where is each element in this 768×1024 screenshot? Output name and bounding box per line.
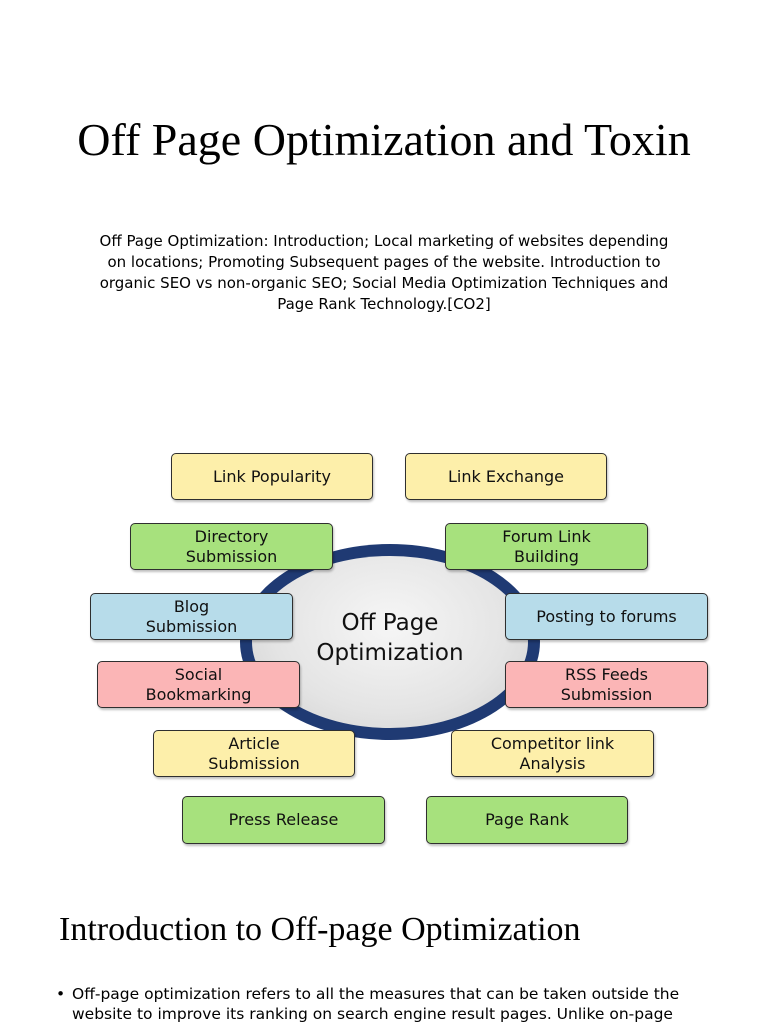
bullet-list: • Off-page optimization refers to all th… [56,984,736,1024]
node-rss-feeds-submission: RSS Feeds Submission [505,661,708,708]
node-link-exchange: Link Exchange [405,453,607,500]
node-posting-to-forums: Posting to forums [505,593,708,640]
bullet-text: Off-page optimization refers to all the … [72,985,680,1023]
slide-subtitle: Off Page Optimization: Introduction; Loc… [99,232,669,313]
node-directory-submission: Directory Submission [130,523,333,570]
node-social-bookmarking: Social Bookmarking [97,661,300,708]
section-heading: Introduction to Off-page Optimization [59,911,581,948]
hub-label: Off Page Optimization [316,610,464,666]
bullet-icon: • [56,985,66,1003]
node-forum-link-building: Forum Link Building [445,523,648,570]
off-page-optimization-diagram: Off Page Optimization Link Popularity Li… [0,440,768,860]
node-article-submission: Article Submission [153,730,355,777]
node-competitor-link-analysis: Competitor link Analysis [451,730,654,777]
node-link-popularity: Link Popularity [171,453,373,500]
slide-title: Off Page Optimization and Toxin [77,114,691,165]
node-blog-submission: Blog Submission [90,593,293,640]
node-press-release: Press Release [182,796,385,844]
node-page-rank: Page Rank [426,796,628,844]
bullet-item: • Off-page optimization refers to all th… [56,984,736,1024]
